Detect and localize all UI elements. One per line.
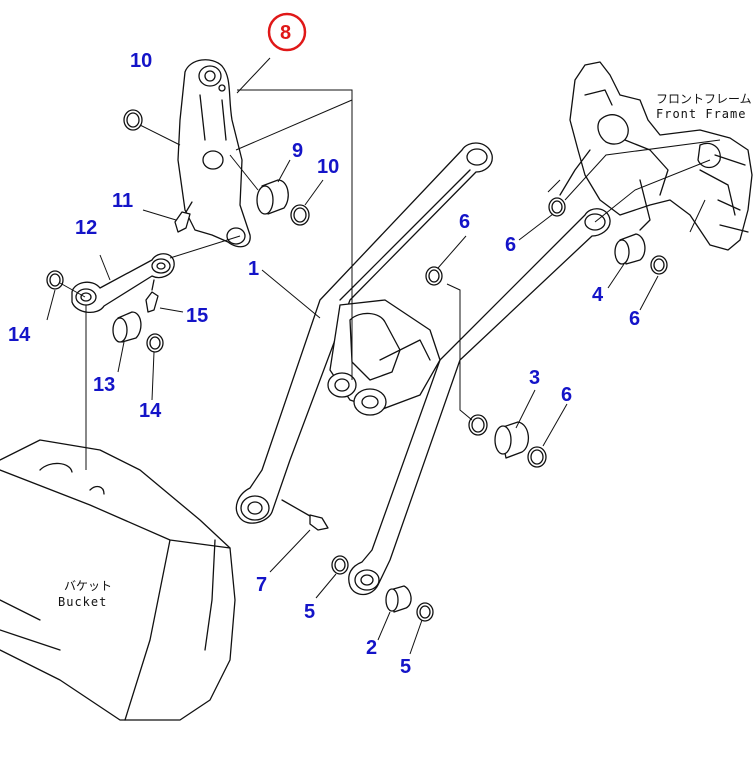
callout-4[interactable]: 4 [592,284,604,306]
ring-10-top [123,109,143,131]
ring-5-upper [331,555,349,575]
front-frame [547,61,753,251]
bushing-13 [112,311,142,343]
highlight-circle [267,12,307,52]
callout-14-left[interactable]: 14 [8,324,31,346]
grease-fitting-7 [281,499,329,531]
callout-1[interactable]: 1 [248,258,259,280]
bushing-9 [256,179,289,215]
callout-6-lower[interactable]: 6 [561,384,572,406]
bucket-label-en: Bucket [58,595,107,609]
callout-14-bottom[interactable]: 14 [139,400,162,422]
bushing-3 [494,421,529,459]
callout-6-right[interactable]: 6 [629,308,640,330]
ring-10-right [290,204,310,226]
callout-3[interactable]: 3 [529,367,540,389]
link-12 [71,253,175,313]
ring-14-left [46,270,64,290]
callout-5-lower[interactable]: 5 [400,656,411,678]
callout-13[interactable]: 13 [93,374,115,396]
bucket-label-jp: バケット [64,579,112,593]
bucket [0,439,236,721]
callout-9[interactable]: 9 [292,140,303,162]
ring-6-lower [468,414,488,436]
callout-15[interactable]: 15 [186,305,208,327]
callout-2[interactable]: 2 [366,637,377,659]
boom-arm [235,142,611,596]
ring-6-top [548,197,566,217]
grease-fitting-11 [174,201,193,233]
callout-10-right[interactable]: 10 [317,156,339,178]
front-frame-label-en: Front Frame [656,107,746,121]
bushing-4 [614,233,646,265]
callout-12[interactable]: 12 [75,217,97,239]
bushing-2 [385,585,412,613]
ring-14-bottom [146,333,164,353]
callout-5-upper[interactable]: 5 [304,601,315,623]
bell-crank [177,59,251,248]
callout-7[interactable]: 7 [256,574,267,596]
callout-6-top[interactable]: 6 [505,234,516,256]
ring-6-right [650,255,668,275]
callout-8[interactable]: 8 [280,22,291,44]
callout-10-top[interactable]: 10 [130,50,152,72]
leader-lines [59,89,721,470]
ring-5-lower [416,602,434,622]
callout-leaders [46,57,659,655]
ring-6-far [527,446,547,468]
ring-6-mid [425,266,443,286]
callout-11[interactable]: 11 [112,190,133,212]
front-frame-label-jp: フロントフレーム [656,92,752,106]
grease-fitting-15 [145,279,159,313]
callout-6-mid[interactable]: 6 [459,211,470,233]
